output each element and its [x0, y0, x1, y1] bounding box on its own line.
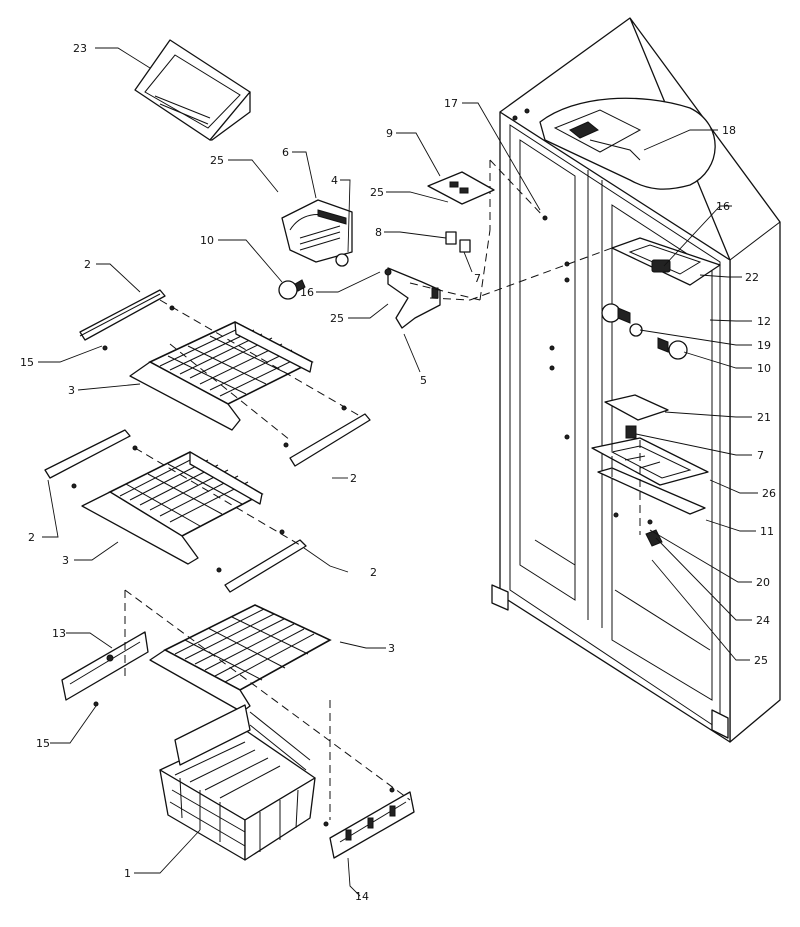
fan-shroud	[281, 199, 353, 263]
callout-3-mid: 3	[62, 554, 69, 567]
callout-2-lower-right: 2	[370, 566, 377, 579]
callout-labels: 23 2 15 3 2 2 3 2 13 3 15 1 14 25 6 10 4…	[20, 42, 776, 903]
ice-bin-cover	[134, 39, 251, 141]
callout-21: 21	[757, 411, 771, 424]
callout-2-mid-left: 2	[28, 531, 35, 544]
callout-16-left: 16	[300, 286, 314, 299]
shelf-rail-upper-right	[283, 405, 371, 467]
thermostat-bracket	[384, 267, 441, 329]
callout-4: 4	[331, 174, 338, 187]
callout-1: 1	[124, 867, 131, 880]
callout-25-plate: 25	[370, 186, 384, 199]
callout-13: 13	[52, 627, 66, 640]
callout-10-right: 10	[757, 362, 771, 375]
callout-22: 22	[745, 271, 759, 284]
basket-rail-right	[323, 787, 415, 859]
right-lamp-assembly	[601, 303, 688, 360]
wire-shelf-lower	[149, 604, 332, 713]
callout-14: 14	[355, 890, 369, 903]
wire-shelf-middle	[81, 451, 264, 565]
callout-2-top: 2	[84, 258, 91, 271]
callout-15-lower: 15	[36, 737, 50, 750]
callout-26: 26	[762, 487, 776, 500]
callout-9: 9	[386, 127, 393, 140]
lamp-socket	[335, 253, 349, 267]
callout-6: 6	[282, 146, 289, 159]
callout-25-fan: 25	[210, 154, 224, 167]
lower-housing	[591, 437, 709, 547]
lower-light-bracket	[604, 394, 669, 439]
control-plate	[427, 171, 495, 253]
callout-17: 17	[444, 97, 458, 110]
freezer-basket	[159, 704, 316, 861]
callout-12: 12	[757, 315, 771, 328]
callout-24: 24	[756, 614, 770, 627]
callout-11: 11	[760, 525, 774, 538]
shelf-rail-upper-left	[79, 289, 175, 351]
shelf-rail-lower-right	[216, 529, 307, 593]
callout-5: 5	[420, 374, 427, 387]
dispenser-top-cover	[539, 97, 716, 190]
callout-7-upper: 7	[474, 272, 481, 285]
callout-10-left: 10	[200, 234, 214, 247]
callout-25-lower: 25	[754, 654, 768, 667]
shelf-rail-lower-left	[44, 429, 138, 489]
callout-15-top: 15	[20, 356, 34, 369]
leader-lines	[38, 47, 758, 897]
callout-19: 19	[757, 339, 771, 352]
callout-23: 23	[73, 42, 87, 55]
callout-3-lower: 3	[388, 642, 395, 655]
callout-2-mid-right: 2	[350, 472, 357, 485]
callout-7-lower: 7	[757, 449, 764, 462]
callout-18: 18	[722, 124, 736, 137]
callout-8: 8	[375, 226, 382, 239]
basket-rail-left	[61, 631, 149, 707]
callout-3-top: 3	[68, 384, 75, 397]
light-bulb-left	[278, 279, 306, 300]
callout-16-right: 16	[716, 200, 730, 213]
callout-20: 20	[756, 576, 770, 589]
callout-25-bracket: 25	[330, 312, 344, 325]
wire-shelf-upper	[129, 321, 314, 431]
light-housing-upper	[611, 237, 721, 286]
